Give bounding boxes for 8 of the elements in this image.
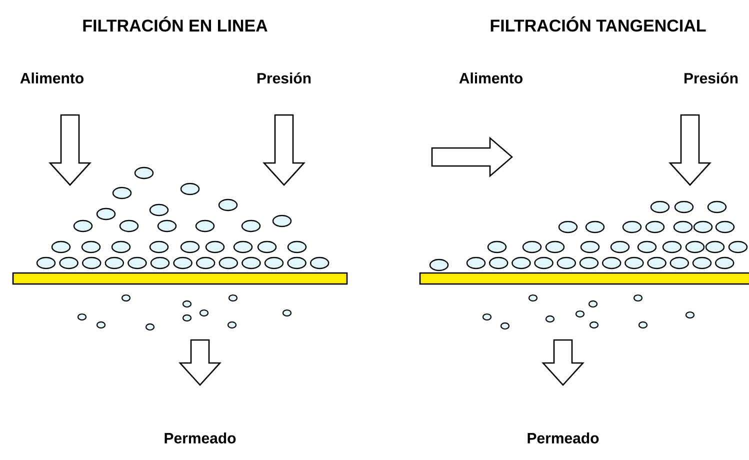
flow-label: Presión [684,72,738,84]
flow-label: Presión [258,72,311,84]
panel-title: FILTRACIÓN TANGENCIAL [490,16,706,32]
panel-title: FILTRACIÓN EN LINEA [83,16,268,32]
flow-label: Permeado [528,432,599,444]
flow-label: Alimento [459,72,522,84]
flow-label: Alimento [20,72,84,84]
flow-label: Permeado [164,432,236,444]
